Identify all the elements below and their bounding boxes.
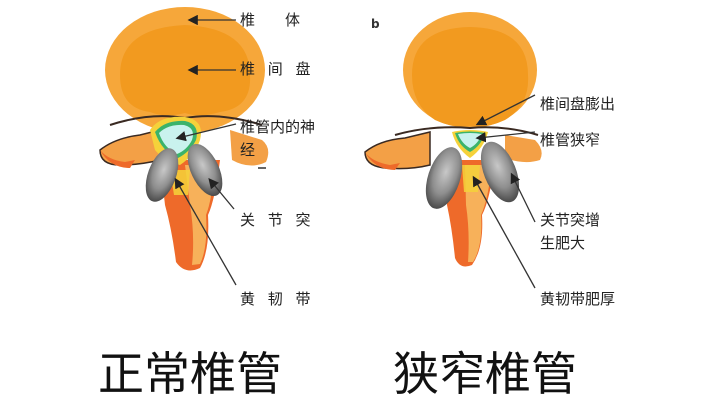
label-nerve-line1: 椎管内的神 [240, 118, 316, 136]
label-facet-hypertrophy-line1: 关节突增 [540, 211, 601, 229]
label-facet-hypertrophy-line2: 生肥大 [540, 234, 586, 252]
normal-vertebra [99, 7, 269, 286]
label-nerve-line2: 经 [240, 141, 256, 159]
label-facet-joint: 关 节 突 [240, 211, 315, 229]
stenotic-vertebra [364, 12, 542, 289]
label-ligamentum-flavum: 黄 韧 带 [240, 290, 315, 308]
caption-normal-canal: 正常椎管 [98, 347, 282, 401]
label-vertebral-body: 椎 体 [240, 11, 301, 29]
label-canal-narrowing: 椎管狭窄 [540, 131, 601, 149]
panel-tag: b [371, 17, 380, 31]
caption-stenotic-canal: 狭窄椎管 [393, 347, 577, 401]
label-disc-bulge: 椎间盘膨出 [540, 95, 616, 113]
label-intervertebral-disc: 椎 间 盘 [240, 60, 315, 78]
label-ligament-thickening: 黄韧带肥厚 [540, 290, 616, 308]
